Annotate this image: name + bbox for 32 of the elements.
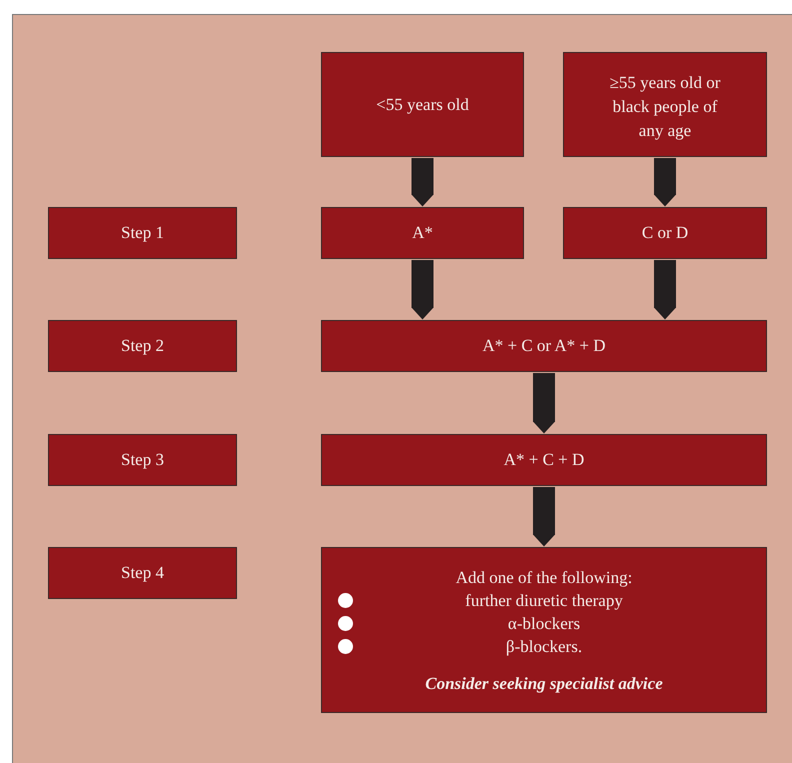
process-box: [48, 207, 237, 259]
box-text: Step 1: [121, 223, 164, 243]
box-text: A* + C + D: [504, 450, 584, 470]
process-box: [48, 434, 237, 486]
process-box: [48, 547, 237, 599]
block-arrow: [654, 158, 676, 206]
box-text: Step 3: [121, 450, 164, 470]
box-heading: Add one of the following:: [456, 566, 632, 588]
block-arrow: [412, 260, 434, 320]
box-text: <55 years old: [376, 95, 469, 115]
process-box: [563, 52, 767, 157]
box-text: A*: [412, 223, 433, 243]
list-item: β-blockers.: [506, 636, 582, 658]
list-item: α-blockers: [508, 612, 580, 634]
advice-note: Consider seeking specialist advice: [425, 672, 663, 694]
box-text: Step 4: [121, 563, 164, 583]
process-box: [48, 320, 237, 372]
block-arrow: [654, 260, 676, 320]
process-box: [321, 207, 524, 259]
block-arrow: [533, 487, 555, 546]
list-item: further diuretic therapy: [465, 590, 623, 612]
box-text: Step 2: [121, 336, 164, 356]
box-text: C or D: [642, 223, 688, 243]
block-arrow: [412, 158, 434, 206]
block-arrow: [533, 373, 555, 434]
box-text: A* + C or A* + D: [482, 336, 606, 356]
process-box: [563, 207, 767, 259]
box-text: ≥55 years old or black people of any age: [608, 72, 722, 142]
treatment-box: [321, 547, 767, 713]
process-box: [321, 434, 767, 486]
process-box: [321, 320, 767, 372]
process-box: [321, 52, 524, 157]
